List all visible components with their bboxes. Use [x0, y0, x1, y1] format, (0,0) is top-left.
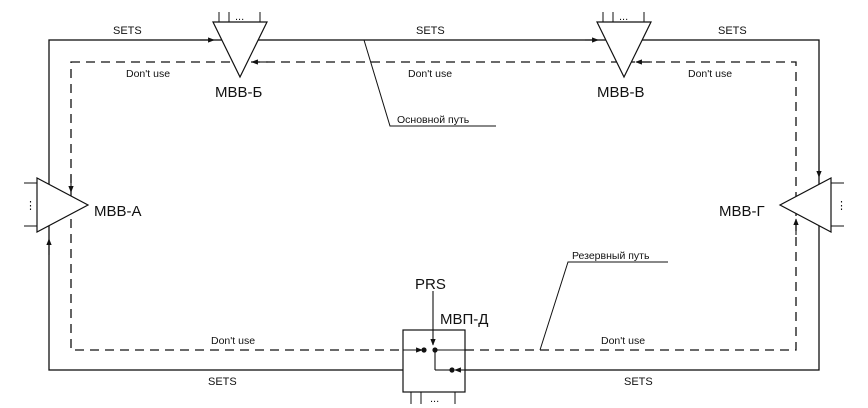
- sets-label-top-left: SETS: [113, 25, 142, 37]
- dont-use-label-top-left: Don't use: [126, 68, 170, 80]
- sets-label-top-middle: SETS: [416, 25, 445, 37]
- main-ring-path: [48, 39, 820, 371]
- sets-label-top-right: SETS: [718, 25, 747, 37]
- node-mvp-d: ...: [402, 291, 466, 405]
- backup-path-annotation: Резервный путь: [572, 250, 650, 262]
- sets-label-bottom-left: SETS: [208, 376, 237, 388]
- dont-use-label-bottom-right: Don't use: [601, 335, 645, 347]
- main-path-annotation: Основной путь: [397, 114, 470, 126]
- node-v-label: МВВ-В: [597, 84, 645, 101]
- node-d-label: МВП-Д: [440, 311, 488, 328]
- main-path-leader: [363, 39, 496, 127]
- node-mvv-a: ⋮: [24, 177, 90, 233]
- node-g-label: МВВ-Г: [719, 203, 765, 220]
- sets-label-bottom-right: SETS: [624, 376, 653, 388]
- node-g-ports-dots: ⋮: [836, 200, 847, 212]
- node-a-ports-dots: ⋮: [25, 200, 36, 212]
- dont-use-label-bottom-left: Don't use: [211, 335, 255, 347]
- backup-path-leader: [539, 261, 668, 351]
- node-mvv-b: ...: [212, 11, 268, 79]
- dont-use-label-top-middle: Don't use: [408, 68, 452, 80]
- node-b-ports-dots: ...: [235, 11, 244, 23]
- node-a-label: МВВ-А: [94, 203, 142, 220]
- node-d-ports-dots: ...: [430, 393, 439, 405]
- dont-use-label-top-right: Don't use: [688, 68, 732, 80]
- node-mvv-g: ⋮: [778, 177, 847, 233]
- node-v-ports-dots: ...: [619, 11, 628, 23]
- node-mvv-v: ...: [596, 11, 652, 79]
- node-b-label: МВВ-Б: [215, 84, 263, 101]
- prs-label: PRS: [415, 276, 446, 293]
